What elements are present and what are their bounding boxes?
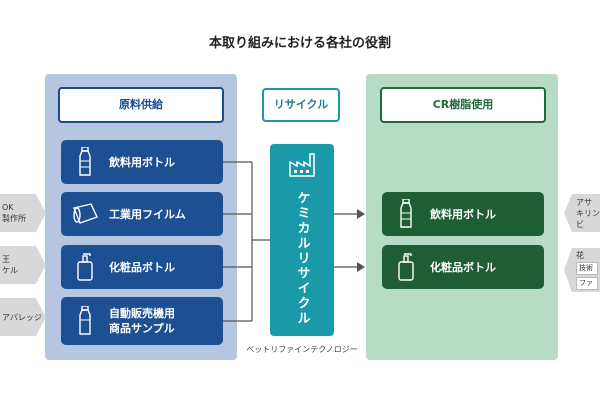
supply-item-beverage-bottle: 飲料用ボトル <box>61 140 223 184</box>
factory-icon <box>288 152 316 182</box>
supply-item-label: 自動販売機用 商品サンプル <box>109 306 175 336</box>
partner-line: OK <box>2 203 14 212</box>
cr-item-beverage-bottle: 飲料用ボトル <box>382 192 544 236</box>
partner-line: キリンビ <box>576 208 600 229</box>
partner-line: 製作所 <box>2 214 26 223</box>
label-line-2: 商品サンプル <box>109 322 175 335</box>
right-partner-2: 花 技術 ファ <box>564 248 600 292</box>
partner-line: アパレッジ <box>2 312 42 322</box>
partner-line: 花 <box>576 250 584 260</box>
supply-item-cosmetic-bottle: 化粧品ボトル <box>61 245 223 289</box>
supply-item-label: 工業用フイルム <box>109 207 186 221</box>
label-line-1: 自動販売機用 <box>109 307 175 320</box>
partner-line: アサ <box>576 197 592 207</box>
recycle-company: ペットリファインテクノロジー <box>246 345 358 354</box>
pump-bottle-icon <box>392 251 420 283</box>
partner-line: ケル <box>2 266 18 275</box>
chemical-recycle-block: ケミカルリサイクル <box>270 144 334 336</box>
cr-item-label: 飲料用ボトル <box>430 207 496 221</box>
partner-tag: 技術 <box>576 261 598 275</box>
left-partner-1: OK 製作所 <box>0 194 46 232</box>
supply-header: 原料供給 <box>58 87 224 123</box>
supply-item-label: 飲料用ボトル <box>109 155 175 169</box>
film-roll-icon <box>71 198 99 230</box>
right-partner-1: アサ キリンビ <box>564 194 600 232</box>
left-partner-2: 王 ケル <box>0 246 46 284</box>
supply-item-label: 化粧品ボトル <box>109 260 175 274</box>
pump-bottle-icon <box>71 251 99 283</box>
supply-item-industrial-film: 工業用フイルム <box>61 192 223 236</box>
cr-item-cosmetic-bottle: 化粧品ボトル <box>382 245 544 289</box>
chemical-recycle-label: ケミカルリサイクル <box>294 190 310 326</box>
supply-item-vending-sample: 自動販売機用 商品サンプル <box>61 297 223 345</box>
cr-item-label: 化粧品ボトル <box>430 260 496 274</box>
left-partner-3: アパレッジ <box>0 298 46 336</box>
diagram-title: 本取り組みにおける各社の役割 <box>208 36 391 51</box>
recycle-header: リサイクル <box>262 88 340 122</box>
bottle-icon <box>71 305 99 337</box>
partner-line: 王 <box>2 255 10 264</box>
partner-tag: ファ <box>576 276 598 290</box>
bottle-icon <box>71 146 99 178</box>
cr-resin-header: CR樹脂使用 <box>380 87 546 123</box>
bottle-icon <box>392 198 420 230</box>
